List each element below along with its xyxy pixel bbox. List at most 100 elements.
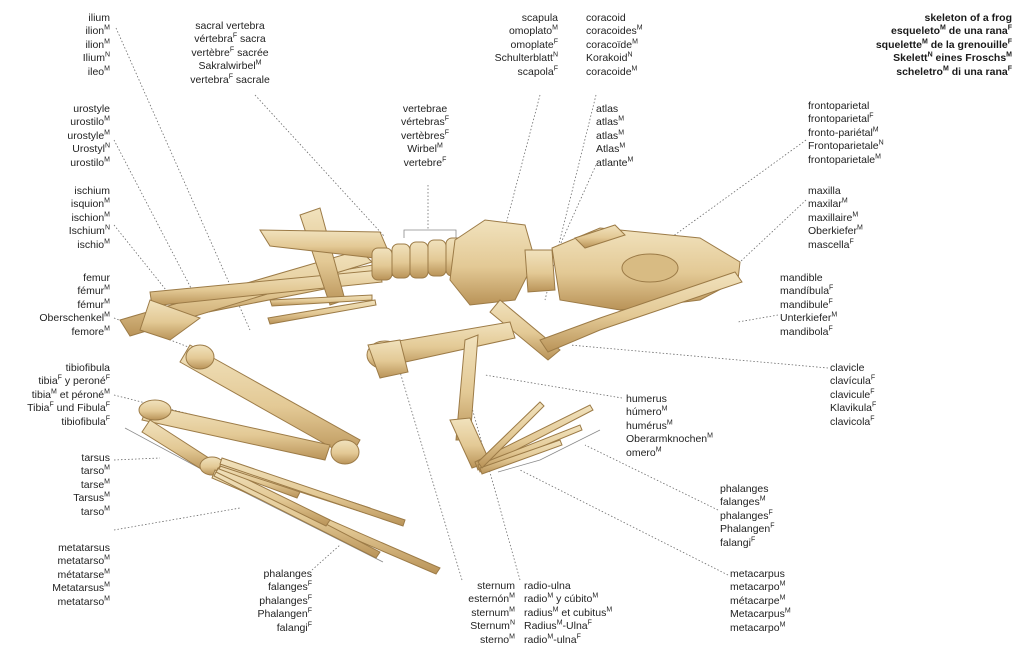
term-line: tibiaM et péronéM — [27, 389, 110, 402]
term-line: atlasM — [596, 116, 633, 129]
term-text: de la grenouille — [928, 39, 1008, 51]
term-text: skeleton of a frog — [924, 12, 1012, 24]
term-line: phalanges — [258, 568, 313, 581]
term-text: und Fibula — [54, 402, 106, 414]
label-sternum: sternumesternónMsternumMSternumNsternoM — [468, 580, 515, 647]
label-atlas: atlasatlasMatlasMAtlasMatlanteM — [596, 103, 633, 170]
gender-marker: M — [637, 25, 643, 32]
term-text: Sternum — [470, 620, 510, 632]
gender-marker: F — [106, 375, 110, 382]
term-line: ischioM — [69, 239, 110, 252]
term-text: ilion — [85, 25, 104, 37]
term-line: falangesF — [258, 581, 313, 594]
term-line: vértebrasF — [375, 116, 475, 129]
term-text: metatarsus — [58, 542, 110, 554]
gender-marker: M — [104, 238, 110, 245]
term-text: Oberarmknochen — [626, 433, 707, 445]
term-line: falangiF — [258, 622, 313, 635]
term-text: tarso — [81, 506, 104, 518]
gender-marker: M — [104, 65, 110, 72]
term-text: Metacarpus — [730, 608, 785, 620]
term-text: urostyle — [67, 130, 104, 142]
term-text: et péroné — [57, 389, 104, 401]
gender-marker: F — [1008, 65, 1012, 72]
term-text: radio — [524, 593, 547, 605]
gender-marker: M — [780, 594, 786, 601]
term-text: de una rana — [946, 25, 1008, 37]
term-text: vertebra — [190, 74, 229, 86]
term-line: vértebraF sacra — [175, 33, 285, 46]
term-text: tarso — [81, 465, 104, 477]
gender-marker: F — [1008, 38, 1012, 45]
term-line: ilium — [83, 12, 110, 25]
term-line: frontoparietalF — [808, 113, 884, 126]
term-line: vertebreF — [375, 157, 475, 170]
term-line: IliumN — [83, 52, 110, 65]
term-line: fémurM — [39, 285, 110, 298]
gender-marker: M — [104, 211, 110, 218]
gender-marker: F — [871, 375, 875, 382]
gender-marker: F — [768, 509, 772, 516]
label-sacral-vertebra: sacral vertebravértebraF sacravertèbreF … — [175, 20, 285, 87]
gender-marker: F — [577, 633, 581, 640]
gender-marker: M — [437, 143, 443, 150]
term-line: metatarsoM — [52, 596, 110, 609]
term-text: omoplato — [509, 25, 552, 37]
gender-marker: M — [509, 593, 515, 600]
gender-marker: M — [104, 478, 110, 485]
term-line: fémurM — [39, 299, 110, 312]
term-text: Phalangen — [258, 608, 308, 620]
term-line: sternum — [468, 580, 515, 593]
gender-marker: M — [104, 388, 110, 395]
term-line: ilionM — [83, 25, 110, 38]
term-text: tibiofibula — [66, 362, 110, 374]
term-line: tarsoM — [73, 465, 110, 478]
term-text: femore — [71, 326, 104, 338]
term-line: vertèbresF — [375, 130, 475, 143]
term-line: OberschenkelM — [39, 312, 110, 325]
term-line: sternumM — [468, 607, 515, 620]
term-text: eines Froschs — [933, 52, 1007, 64]
gender-marker: F — [828, 325, 832, 332]
term-line: atlas — [596, 103, 633, 116]
term-text: coracoïde — [586, 39, 632, 51]
gender-marker: M — [104, 492, 110, 499]
term-text: frontoparietale — [808, 154, 875, 166]
term-text: esternón — [468, 593, 509, 605]
term-line: maxillaireM — [808, 212, 863, 225]
term-line: metacarpoM — [730, 581, 791, 594]
term-text: urostilo — [70, 116, 104, 128]
gender-marker: M — [875, 153, 881, 160]
term-text: metacarpo — [730, 581, 780, 593]
gender-marker: F — [849, 238, 853, 245]
term-line: mandíbulaF — [780, 285, 837, 298]
gender-marker: M — [104, 465, 110, 472]
gender-marker: F — [308, 621, 312, 628]
term-line: radioM-ulnaF — [524, 634, 612, 647]
term-text: vertèbres — [401, 130, 445, 142]
gender-marker: F — [445, 129, 449, 136]
term-text: scapula — [522, 12, 558, 24]
term-line: vertebraF sacrale — [175, 74, 285, 87]
term-text: vertebrae — [403, 103, 447, 115]
gender-marker: M — [780, 621, 786, 628]
term-line: tibiofibula — [27, 362, 110, 375]
gender-marker: M — [619, 143, 625, 150]
term-text: urostyle — [73, 103, 110, 115]
term-line: omoplatoM — [495, 25, 558, 38]
term-text: coracoide — [586, 66, 632, 78]
term-text: vertèbre — [191, 47, 230, 59]
gender-marker: F — [770, 523, 774, 530]
term-text: métatarse — [57, 569, 104, 581]
term-text: falanges — [720, 496, 760, 508]
term-text: ischio — [77, 239, 104, 251]
gender-marker: M — [857, 225, 863, 232]
term-line: maxilla — [808, 185, 863, 198]
term-text: isquion — [71, 198, 104, 210]
gender-marker: M — [667, 419, 673, 426]
skull — [540, 225, 742, 352]
term-text: Radius — [524, 620, 557, 632]
